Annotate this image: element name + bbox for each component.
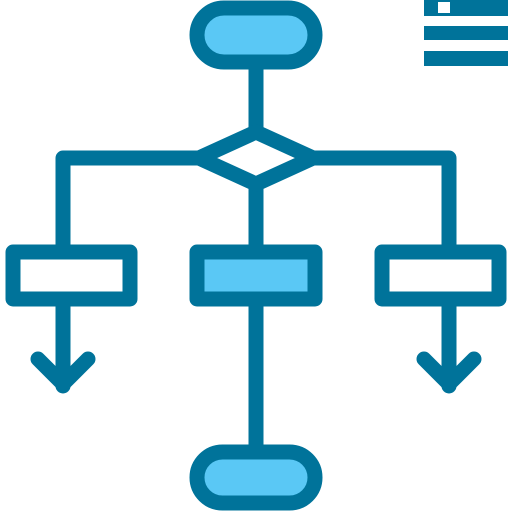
start-terminator <box>189 0 323 70</box>
list-lines-icon <box>424 0 508 66</box>
arrowheads <box>30 351 482 392</box>
list-bullet-gap <box>438 2 450 13</box>
end-terminator <box>189 444 323 511</box>
connector-lines <box>55 54 457 455</box>
list-line <box>424 51 508 66</box>
list-line <box>424 26 508 40</box>
process-box-center <box>189 244 323 307</box>
connector-decision-to-right <box>305 150 457 254</box>
arrow-down-icon <box>30 351 96 392</box>
list-line <box>424 0 508 16</box>
process-box-right <box>374 244 507 307</box>
process-box-left <box>5 244 138 307</box>
decision-diamond <box>191 124 321 192</box>
connector-decision-to-left <box>55 150 207 254</box>
arrow-down-icon <box>416 351 482 392</box>
